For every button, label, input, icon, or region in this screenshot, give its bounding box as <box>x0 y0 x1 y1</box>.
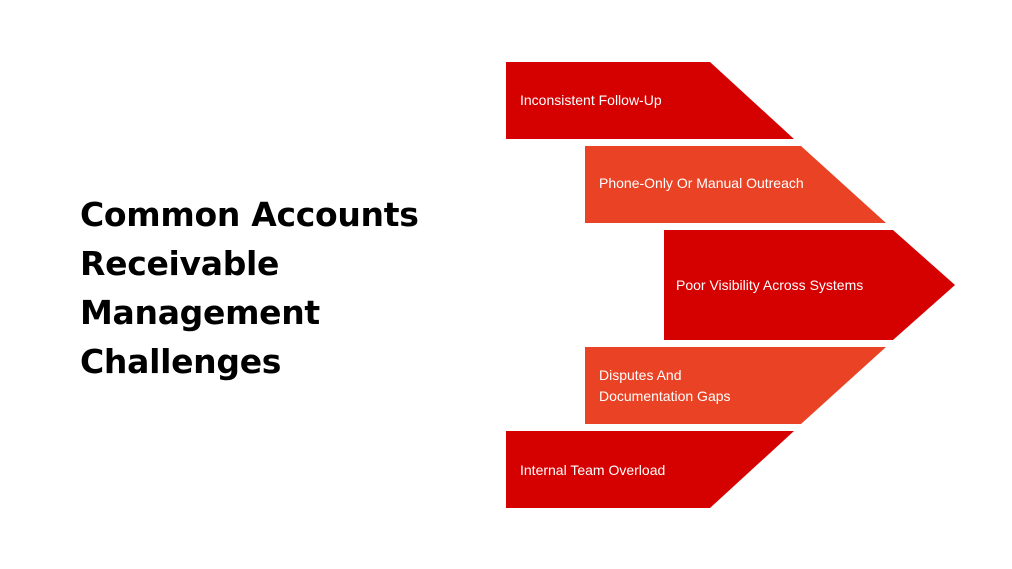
step-shape-fill <box>585 347 886 424</box>
step-label: Inconsistent Follow-Up <box>520 90 662 111</box>
step-label: Poor Visibility Across Systems <box>676 275 863 296</box>
title-line: Common Accounts <box>80 195 419 234</box>
step-label-line: Documentation Gaps <box>599 388 731 404</box>
step-label-line: Internal Team Overload <box>520 462 666 478</box>
step-poor-visibility: Poor Visibility Across Systems <box>664 230 956 340</box>
step-label-line: Poor Visibility Across Systems <box>676 277 864 293</box>
step-phone-only-outreach: Phone-Only Or Manual Outreach <box>585 146 888 223</box>
step-shape <box>506 431 794 508</box>
step-label: Phone-Only Or Manual Outreach <box>599 173 804 194</box>
step-label: Internal Team Overload <box>520 460 665 481</box>
step-label: Disputes And Documentation Gaps <box>599 365 731 407</box>
step-shape <box>585 146 886 223</box>
step-shape-fill <box>506 431 794 508</box>
step-disputes-documentation: Disputes And Documentation Gaps <box>585 347 888 424</box>
step-internal-team-overload: Internal Team Overload <box>506 431 796 508</box>
step-shape-fill <box>506 62 794 139</box>
step-shape <box>664 230 955 340</box>
step-shape <box>585 347 886 424</box>
step-shape-fill <box>664 230 955 340</box>
step-shape-fill <box>585 146 886 223</box>
step-inconsistent-follow-up: Inconsistent Follow-Up <box>506 62 796 139</box>
page-title: Common Accounts Receivable Management Ch… <box>80 190 440 386</box>
step-label-line: Phone-Only Or Manual Outreach <box>599 175 804 191</box>
title-line: Challenges <box>80 342 282 381</box>
title-line: Receivable <box>80 244 280 283</box>
step-shape <box>506 62 794 139</box>
title-line: Management <box>80 293 320 332</box>
step-label-line: Inconsistent Follow-Up <box>520 92 662 108</box>
step-label-line: Disputes And <box>599 367 682 383</box>
